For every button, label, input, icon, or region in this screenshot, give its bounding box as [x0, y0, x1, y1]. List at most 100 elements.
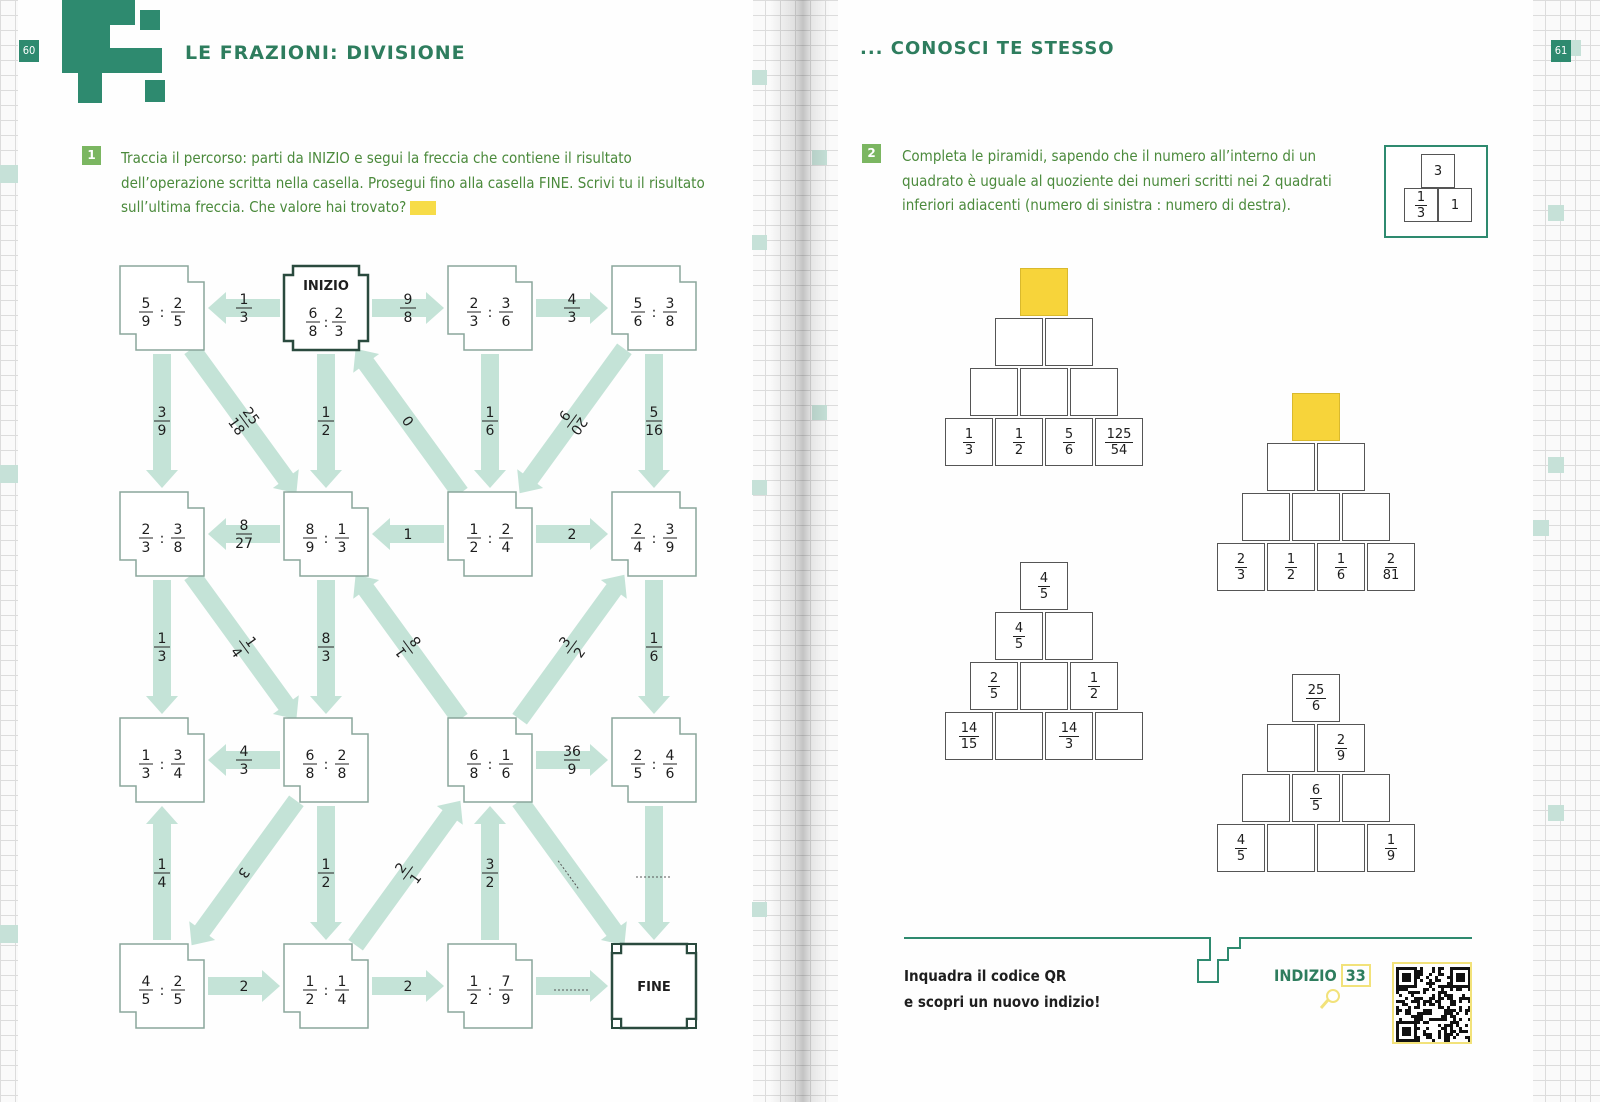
fraction-denominator: 81 — [1382, 567, 1400, 583]
pyramid-cell[interactable] — [1020, 662, 1068, 710]
arrow-label-text: 1 — [404, 527, 413, 543]
qr-module — [1411, 994, 1414, 997]
pyramid-cell[interactable] — [1020, 368, 1068, 416]
fraction-denominator: 9 — [306, 540, 315, 556]
arrow-label: 16 — [646, 631, 662, 665]
fraction-denominator: 2 — [486, 875, 495, 891]
qr-module — [1447, 1033, 1450, 1036]
qr-module — [1459, 1027, 1462, 1030]
qr-module — [1444, 1009, 1447, 1012]
fraction-numerator: 25 — [1305, 682, 1327, 699]
maze-cell: 12:14 — [283, 943, 369, 1029]
qr-module — [1438, 1024, 1441, 1027]
qr-module — [1447, 1024, 1450, 1027]
fraction-denominator: 6 — [1311, 698, 1321, 714]
pyramid-cell[interactable] — [1292, 493, 1340, 541]
qr-module — [1468, 988, 1471, 991]
book-gutter — [770, 0, 830, 1102]
pyramid-cell[interactable] — [970, 368, 1018, 416]
qr-module — [1441, 988, 1444, 991]
pyramid-cell[interactable] — [1267, 443, 1315, 491]
pyramid-cell[interactable] — [995, 712, 1043, 760]
fraction-denominator: 6 — [502, 314, 511, 330]
qr-module — [1462, 1030, 1465, 1033]
decor-square — [1548, 457, 1564, 473]
pyramid-cell[interactable] — [1267, 724, 1315, 772]
pyramid-cell[interactable] — [1317, 443, 1365, 491]
qr-module — [1450, 1015, 1453, 1018]
qr-module — [1432, 970, 1435, 973]
pyramid-cell[interactable] — [1342, 774, 1390, 822]
pyramid-cell[interactable] — [1070, 368, 1118, 416]
header-decor-block — [78, 73, 102, 103]
fraction-denominator: 3 — [568, 310, 577, 326]
division-sign: : — [652, 757, 657, 773]
header-decor-block — [62, 0, 110, 48]
fraction-numerator: 3 — [158, 405, 167, 421]
fraction-numerator: 3 — [666, 522, 675, 538]
division-expression: 25:46 — [631, 748, 677, 782]
qr-module — [1420, 967, 1423, 970]
pyramid-cell[interactable] — [1342, 493, 1390, 541]
pyramid-cell[interactable] — [1242, 493, 1290, 541]
arrow-label: 1 — [404, 527, 413, 543]
qr-module — [1438, 979, 1441, 982]
arrow-label: 12 — [318, 405, 334, 439]
qr-module — [1429, 997, 1432, 1000]
qr-module — [1465, 1009, 1468, 1012]
arrow-label-text: 2 — [240, 979, 249, 995]
qr-module — [1414, 1006, 1417, 1009]
fraction-denominator: 3 — [1236, 567, 1246, 583]
qr-module — [1447, 982, 1450, 985]
qr-module — [1447, 985, 1450, 988]
answer-field[interactable] — [410, 200, 437, 215]
fraction-numerator: 1 — [240, 292, 249, 308]
pyramid-cell[interactable] — [1267, 824, 1315, 872]
pyramid-cell[interactable] — [1045, 318, 1093, 366]
exercise-1-number: 1 — [82, 146, 101, 165]
qr-module — [1408, 1009, 1411, 1012]
pyramid-cell[interactable] — [1095, 712, 1143, 760]
qr-module — [1432, 967, 1435, 970]
cell-frame — [447, 265, 533, 351]
exercise-1-text: Traccia il percorso: parti da INIZIO e s… — [121, 149, 705, 216]
fraction-denominator: 9 — [142, 314, 151, 330]
maze-cell: 45:25 — [119, 943, 205, 1029]
qr-module — [1441, 973, 1444, 976]
arrow-label: 13 — [236, 292, 252, 326]
fraction-numerator: 1 — [962, 426, 976, 443]
qr-module — [1417, 973, 1420, 976]
fraction-denominator: 4 — [158, 875, 167, 891]
fraction-numerator: 1 — [322, 405, 331, 421]
pyramid-answer-cell[interactable] — [1292, 393, 1340, 441]
qr-instructions-line-1: Inquadra il codice QR — [904, 967, 1067, 985]
qr-module — [1435, 979, 1438, 982]
maze-cell: 23:36 — [447, 265, 533, 351]
pyramid-cell[interactable] — [1242, 774, 1290, 822]
qr-module — [1396, 1006, 1399, 1009]
arrow-label: 98 — [400, 292, 416, 326]
qr-code[interactable] — [1392, 962, 1472, 1044]
arrow-shape — [372, 970, 444, 1002]
cell-frame — [611, 717, 697, 803]
qr-finder — [1402, 973, 1411, 982]
fraction-numerator: 3 — [174, 522, 183, 538]
end-label: FINE — [637, 980, 670, 995]
qr-module — [1396, 1000, 1399, 1003]
qr-module — [1426, 1012, 1429, 1015]
fraction-numerator: 2 — [502, 522, 511, 538]
pyramid-cell[interactable] — [1045, 612, 1093, 660]
pyramid-answer-cell[interactable] — [1020, 268, 1068, 316]
arrow-label: 14 — [154, 857, 170, 891]
pyramid-cell[interactable] — [1317, 824, 1365, 872]
pyramid-cell[interactable] — [995, 318, 1043, 366]
